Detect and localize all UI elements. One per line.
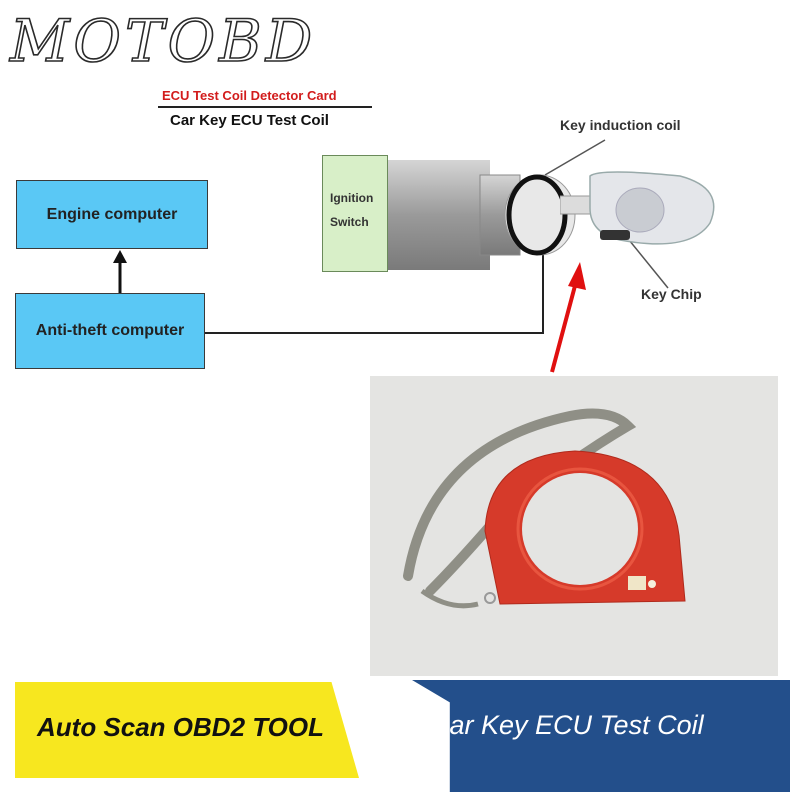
brand-logo: MOTOBD <box>9 7 317 75</box>
coil-solder-point <box>648 580 656 588</box>
red-arrow-line <box>550 281 578 373</box>
subtitle-black: Car Key ECU Test Coil <box>170 112 329 129</box>
coil-card-hole <box>522 473 638 585</box>
coil-wire-line <box>203 255 544 334</box>
ignition-switch-box: Ignition Switch <box>322 155 388 272</box>
coil-winding <box>516 467 644 591</box>
left-banner-text: Auto Scan OBD2 TOOL <box>37 712 324 742</box>
key-chip-element <box>600 230 630 240</box>
anti-theft-computer-label: Anti-theft computer <box>35 322 185 339</box>
product-photo <box>370 376 778 676</box>
test-coil-photo <box>403 408 686 609</box>
up-arrow-head <box>113 250 127 263</box>
car-key-illustration <box>560 171 715 245</box>
engine-computer-box: Engine computer <box>16 180 208 249</box>
engine-computer-label: Engine computer <box>46 205 178 223</box>
right-banner: Car Key ECU Test Coil <box>412 680 790 792</box>
lanyard-loop <box>420 588 479 609</box>
coil-pointer-line <box>544 139 606 176</box>
key-induction-coil-label: Key induction coil <box>560 117 681 133</box>
key-emblem <box>615 187 665 233</box>
ignition-cylinder-illustration <box>380 160 576 270</box>
anti-theft-computer-box: Anti-theft computer <box>15 293 205 369</box>
red-arrow-head <box>568 262 586 290</box>
subtitle-red: ECU Test Coil Detector Card <box>162 88 337 103</box>
induction-coil-ring <box>506 174 568 256</box>
lanyard-strap <box>403 408 637 596</box>
left-banner: Auto Scan OBD2 TOOL <box>15 682 359 778</box>
key-chip-label: Key Chip <box>641 286 702 302</box>
ignition-label-line1: Ignition <box>330 191 374 205</box>
right-banner-text: Car Key ECU Test Coil <box>430 710 704 740</box>
coil-led <box>628 576 646 590</box>
coil-ring-hole <box>484 592 496 604</box>
ignition-label-line2: Switch <box>330 215 369 229</box>
cylinder-body <box>380 160 490 270</box>
chip-pointer-line <box>624 234 669 289</box>
subtitle-divider <box>158 106 372 108</box>
